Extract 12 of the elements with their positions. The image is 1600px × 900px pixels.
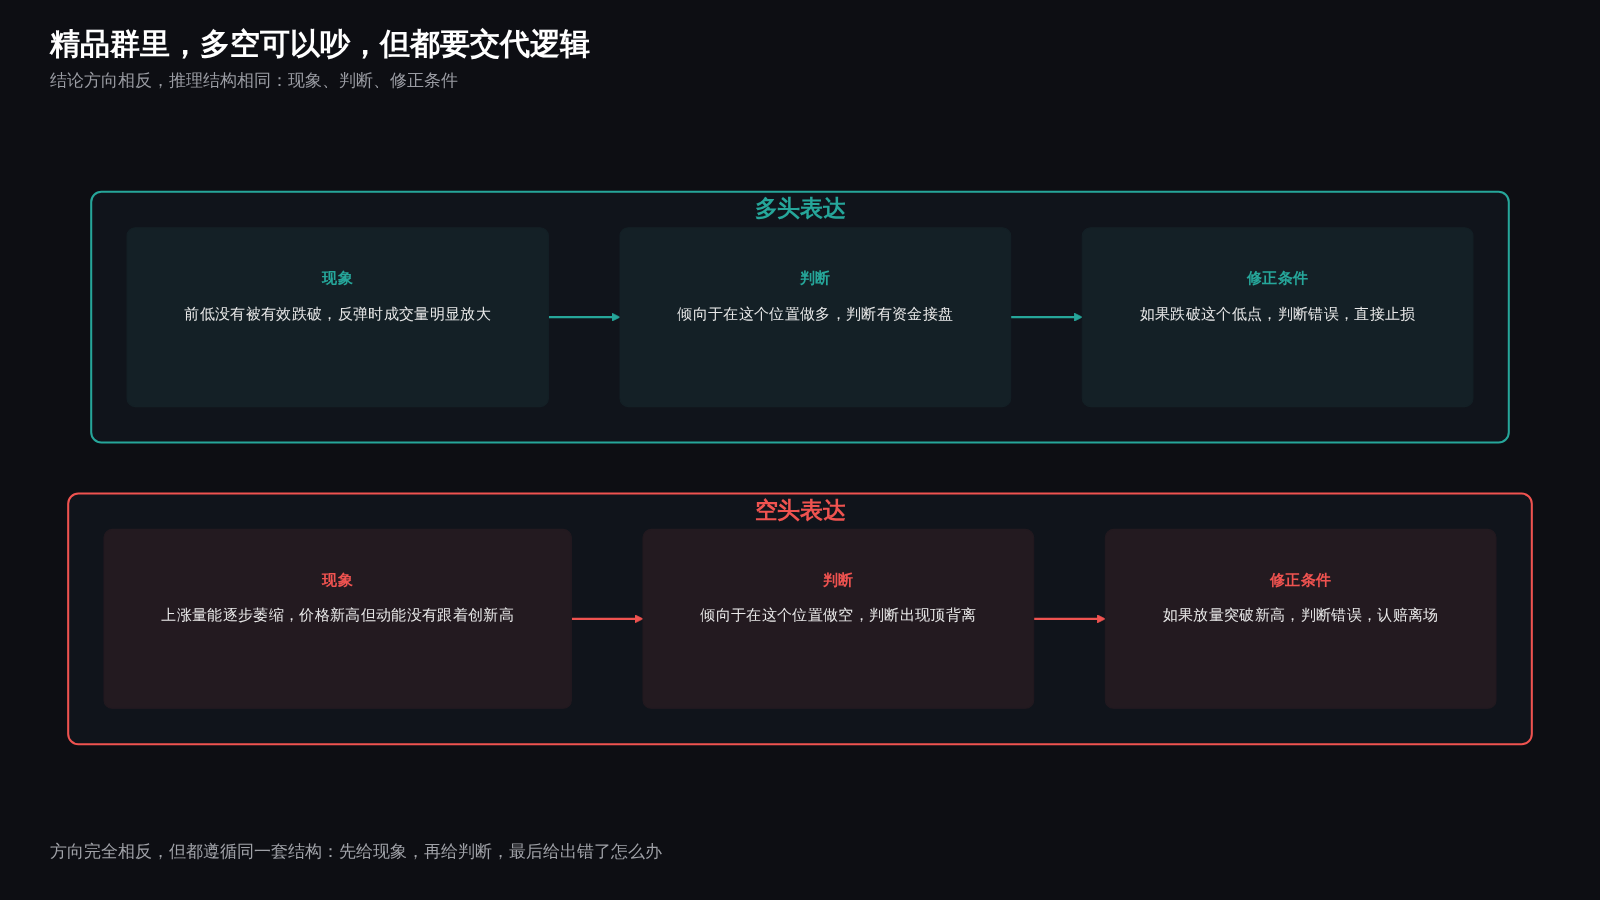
step-card: 现象 前低没有被有效跌破，反弹时成交量明显放大: [126, 227, 549, 408]
step-card: 判断 倾向于在这个位置做多，判断有资金接盘: [619, 227, 1012, 408]
caption: 方向完全相反，但都遵循同一套结构：先给现象，再给判断，最后给出错了怎么办: [50, 840, 662, 863]
step-card: 现象 上涨量能逐步萎缩，价格新高但动能没有跟着创新高: [103, 528, 572, 709]
arrow: [571, 614, 644, 624]
arrow: [1033, 614, 1106, 624]
title: 精品群里，多空可以吵，但都要交代逻辑: [50, 25, 590, 63]
arrow: [1010, 312, 1083, 322]
subtitle: 结论方向相反，推理结构相同：现象、判断、修正条件: [50, 69, 458, 92]
step-card: 修正条件 如果跌破这个低点，判断错误，直接止损: [1081, 227, 1474, 408]
step-card: 修正条件 如果放量突破新高，判断错误，认赔离场: [1104, 528, 1497, 709]
step-card: 判断 倾向于在这个位置做空，判断出现顶背离: [642, 528, 1035, 709]
